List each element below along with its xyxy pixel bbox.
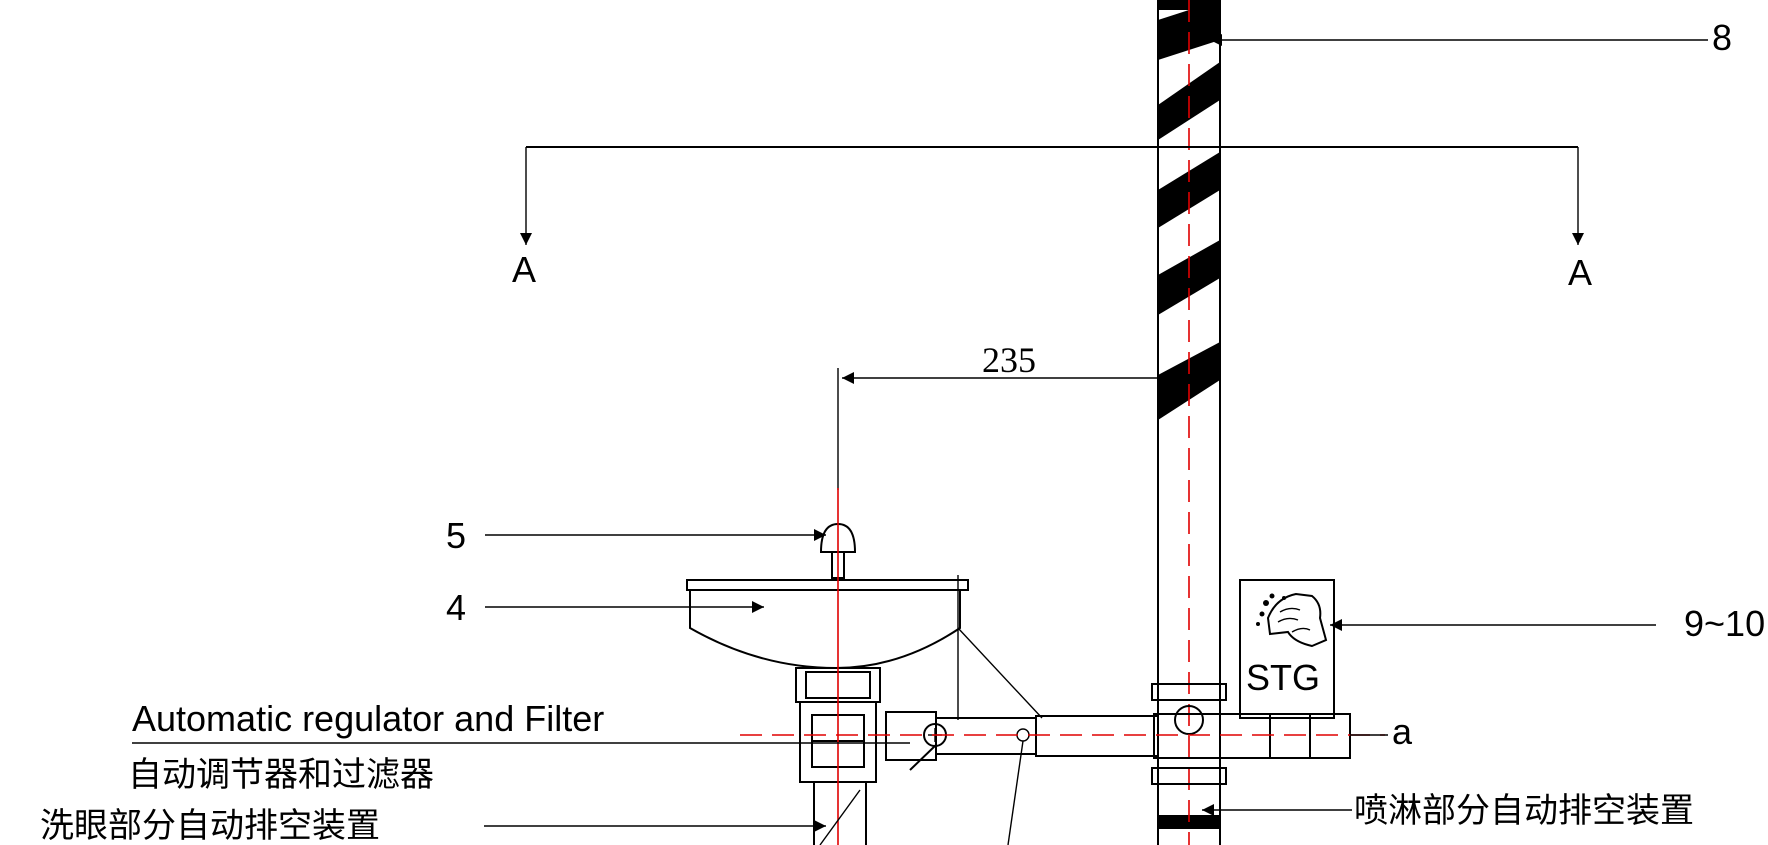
callout-label-5: 5	[446, 515, 466, 556]
shower-pipe	[1157, 0, 1221, 845]
callout-nozzle: a	[1350, 711, 1413, 752]
callout-label-4: 4	[446, 587, 466, 628]
shower-drain-label: 喷淋部分自动排空装置	[1354, 791, 1694, 831]
dimension-value: 235	[982, 340, 1036, 380]
sign-text: STG	[1246, 657, 1320, 698]
callout-label-9-10: 9~10	[1684, 603, 1765, 644]
eyewash-drain-label: 洗眼部分自动排空装置	[40, 806, 380, 845]
callout-bowl: 4	[446, 587, 764, 628]
callout-label-8: 8	[1712, 17, 1732, 58]
callout-sign: 9~10	[1330, 603, 1765, 644]
callout-pipe: 8	[1210, 17, 1732, 58]
shower-drain-note: 喷淋部分自动排空装置	[1202, 791, 1694, 831]
horizontal-supply-pipe	[740, 683, 1385, 845]
eyewash-bowl-assembly	[686, 488, 1043, 845]
section-mark-left: A	[512, 249, 536, 290]
safety-sign: STG	[1239, 579, 1335, 719]
regulator-note: Automatic regulator and Filter 自动调节器和过滤器	[128, 698, 910, 795]
section-mark-right: A	[1568, 252, 1592, 293]
regulator-note-en: Automatic regulator and Filter	[132, 698, 604, 739]
callout-push-handle: 5	[446, 515, 826, 556]
section-line-a-a: A A	[512, 146, 1592, 293]
eye-wash-hand-icon	[1256, 592, 1328, 648]
regulator-note-cn: 自动调节器和过滤器	[128, 755, 434, 795]
eyewash-drain-note: 洗眼部分自动排空装置	[40, 806, 826, 845]
callout-label-a: a	[1392, 711, 1413, 752]
dimension-235: 235	[837, 340, 1158, 490]
